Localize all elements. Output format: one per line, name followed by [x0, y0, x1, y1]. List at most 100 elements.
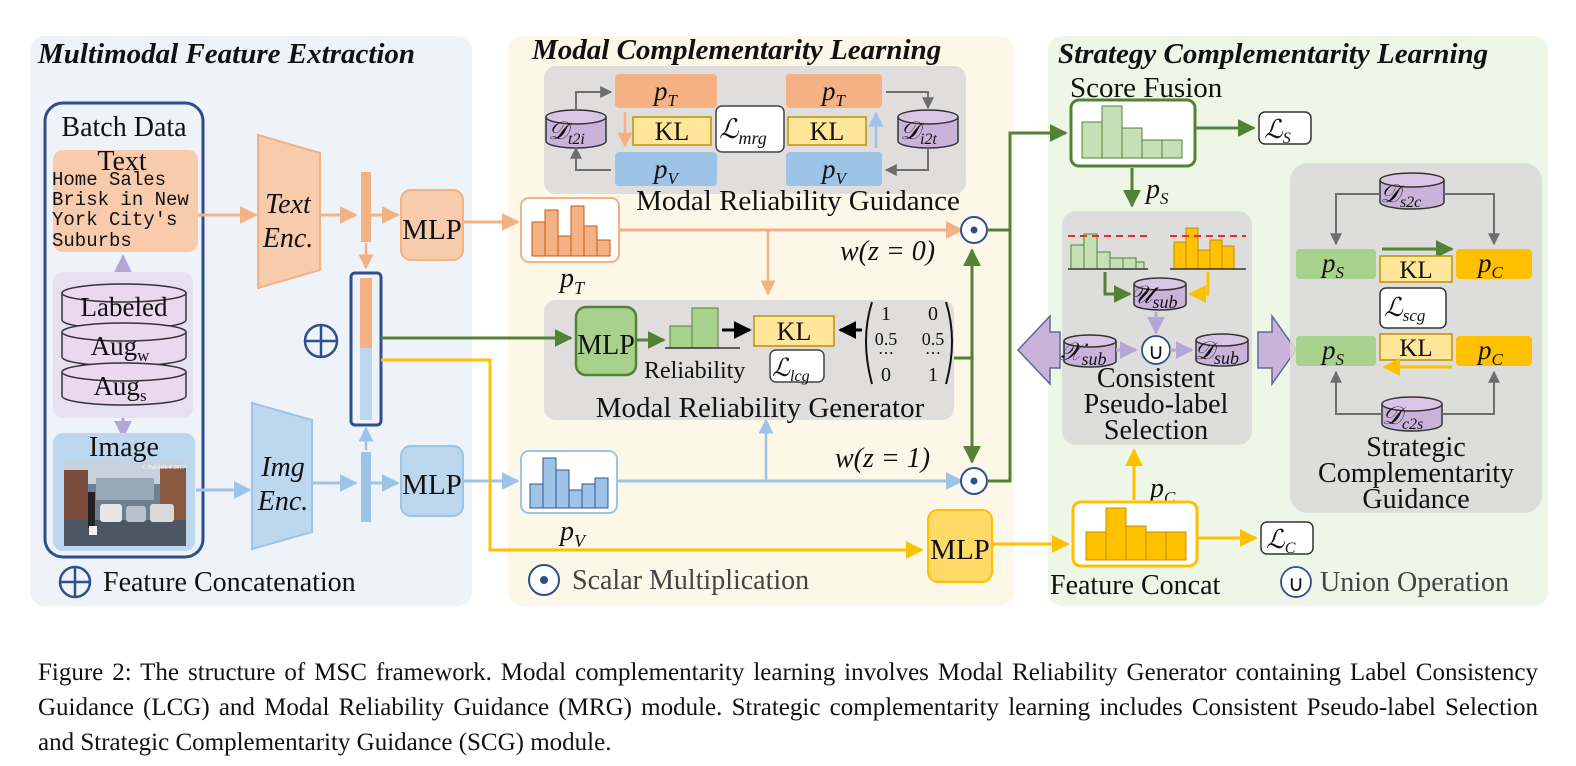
scg-title-2: Complementarity — [1318, 458, 1514, 489]
mrg-pV-left — [615, 152, 717, 186]
union-legend-symbol: ∪ — [1288, 571, 1304, 596]
svg-text:𝒰sub: 𝒰sub — [1130, 282, 1178, 312]
pV-label: p — [558, 516, 574, 547]
matrix-cell-8: 1 — [928, 364, 938, 386]
mrg-pT-left-label: p — [652, 76, 668, 106]
scg-pC-bottom-label: p — [1476, 335, 1492, 365]
text-mlp-label: MLP — [402, 214, 462, 246]
svg-text:𝒟sub: 𝒟sub — [1194, 338, 1239, 368]
mrgen-title: Modal Reliability Generator — [596, 392, 925, 424]
d-c2s-cylinder: 𝒟c2s — [1381, 396, 1443, 433]
d-sub-subscript: sub — [1214, 348, 1239, 368]
u-sub-subscript: sub — [1153, 292, 1178, 312]
lcg-loss-subscript: lcg — [790, 368, 810, 385]
cpls-title-2: Pseudo-label — [1084, 389, 1229, 420]
score-fusion-histogram — [1081, 105, 1183, 159]
svg-text:ℒC: ℒC — [1266, 525, 1296, 557]
scg-pC-top-subscript: C — [1492, 263, 1504, 282]
pT-subscript: T — [574, 278, 586, 298]
street-photo: © Published 2017 — [64, 462, 186, 546]
image-watermark: © Published 2017 — [142, 464, 185, 471]
text-sample-line-2: Brisk in New — [52, 189, 189, 211]
matrix-cell-1: 1 — [881, 303, 891, 325]
aug-w-dataset-cylinder: Augw — [61, 322, 187, 367]
scalar-mult-top-icon — [960, 216, 988, 244]
svg-text:ℒmrg: ℒmrg — [719, 114, 767, 148]
svg-text:Augw: Augw — [91, 331, 151, 365]
scg-loss-subscript: scg — [1403, 306, 1426, 325]
scg-kl-bottom — [1379, 333, 1453, 361]
scalar-mult-bottom-icon — [960, 467, 988, 495]
text-sample-line-1: Home Sales — [52, 169, 166, 191]
right-output-arrow — [1257, 313, 1297, 387]
union-operation-icon: ∪ — [1141, 335, 1171, 365]
svg-text:pC: pC — [1476, 335, 1504, 369]
cpls-title-3: Selection — [1104, 415, 1208, 446]
reliability-histogram — [669, 307, 719, 349]
u-sub-cylinder: 𝒰sub — [1130, 277, 1187, 312]
mrg-pV-right — [786, 152, 882, 186]
d-s2c-cylinder: 𝒟s2c — [1379, 172, 1445, 211]
d-c2s-subscript: c2s — [1402, 416, 1423, 433]
scg-pC-bottom-subscript: C — [1492, 350, 1504, 369]
mrg-loss-box — [715, 105, 785, 153]
svg-text:ℒlcg: ℒlcg — [772, 355, 810, 385]
scg-title-1: Strategic — [1366, 432, 1466, 463]
svg-text:pS: pS — [1320, 335, 1345, 369]
scg-pS-top-label: p — [1320, 248, 1336, 278]
text-encoder-label-1: Text — [265, 189, 312, 220]
d-s2c-subscript: s2c — [1400, 194, 1421, 211]
image-encoder-label-2: Enc. — [257, 486, 309, 517]
text-sample-box — [53, 150, 198, 252]
image-mlp-label: MLP — [402, 469, 462, 501]
svg-text:pT: pT — [820, 76, 847, 110]
scg-pS-top-subscript: S — [1336, 263, 1345, 282]
scg-pC-top — [1456, 249, 1532, 279]
union-symbol: ∪ — [1148, 339, 1164, 364]
svg-text:pV: pV — [652, 154, 681, 188]
x-sub-subscript: sub — [1082, 349, 1107, 369]
text-encoder-label-2: Enc. — [262, 223, 314, 254]
pS-subscript: S — [1160, 189, 1169, 208]
loss-s-label: ℒ — [1264, 115, 1284, 144]
d-t2i-subscript: t2i — [568, 131, 585, 148]
mrg-kl-right — [787, 116, 867, 146]
text-mlp — [400, 189, 464, 261]
mrg-pT-left — [615, 74, 717, 108]
mrg-pV-left-subscript: V — [668, 169, 681, 188]
concat-feature-frame — [349, 271, 383, 427]
labeled-dataset-cylinder: Labeled — [61, 283, 187, 330]
concat-mlp-label: MLP — [930, 534, 990, 566]
matrix-cell-4: 0.5 — [922, 329, 945, 349]
mrg-pV-right-label: p — [820, 154, 836, 184]
figure-caption: Figure 2: The structure of MSC framework… — [38, 659, 1538, 756]
pV-subscript: V — [574, 531, 587, 551]
concat-feature-text-part — [360, 278, 372, 348]
scg-pS-top — [1296, 249, 1376, 279]
svg-text:𝒳sub: 𝒳sub — [1060, 339, 1107, 369]
pT-label: p — [558, 263, 574, 294]
scg-title-3: Guidance — [1362, 484, 1469, 515]
d-t2i-cylinder: 𝒟t2i — [545, 109, 607, 149]
left-output-arrow — [1016, 314, 1061, 386]
svg-text:ℒscg: ℒscg — [1384, 293, 1425, 325]
mrgen-kl — [753, 315, 835, 347]
labeled-label: Labeled — [81, 292, 168, 322]
legend-scalar-multiplication: Scalar Multiplication — [572, 565, 809, 596]
scg-loss-box — [1379, 287, 1447, 329]
loss-s-box — [1258, 111, 1312, 145]
svg-text:pT: pT — [558, 263, 586, 298]
loss-c-subscript: C — [1285, 540, 1296, 557]
matrix-cell-3: 0.5 — [875, 329, 898, 349]
svg-text:pV: pV — [820, 154, 849, 188]
feature-concat-histogram — [1085, 507, 1187, 561]
image-feature-vector — [361, 452, 371, 522]
scalar-multiplication-icon — [528, 564, 560, 596]
cpls-title-1: Consistent — [1097, 363, 1215, 394]
scg-pC-top-label: p — [1476, 248, 1492, 278]
svg-text:Augs: Augs — [93, 371, 146, 405]
matrix-cell-5: ⋯ — [878, 345, 894, 362]
aug-w-label: Aug — [91, 331, 138, 361]
legend-union-operation: Union Operation — [1320, 567, 1509, 598]
svg-text:ℒS: ℒS — [1264, 115, 1291, 147]
